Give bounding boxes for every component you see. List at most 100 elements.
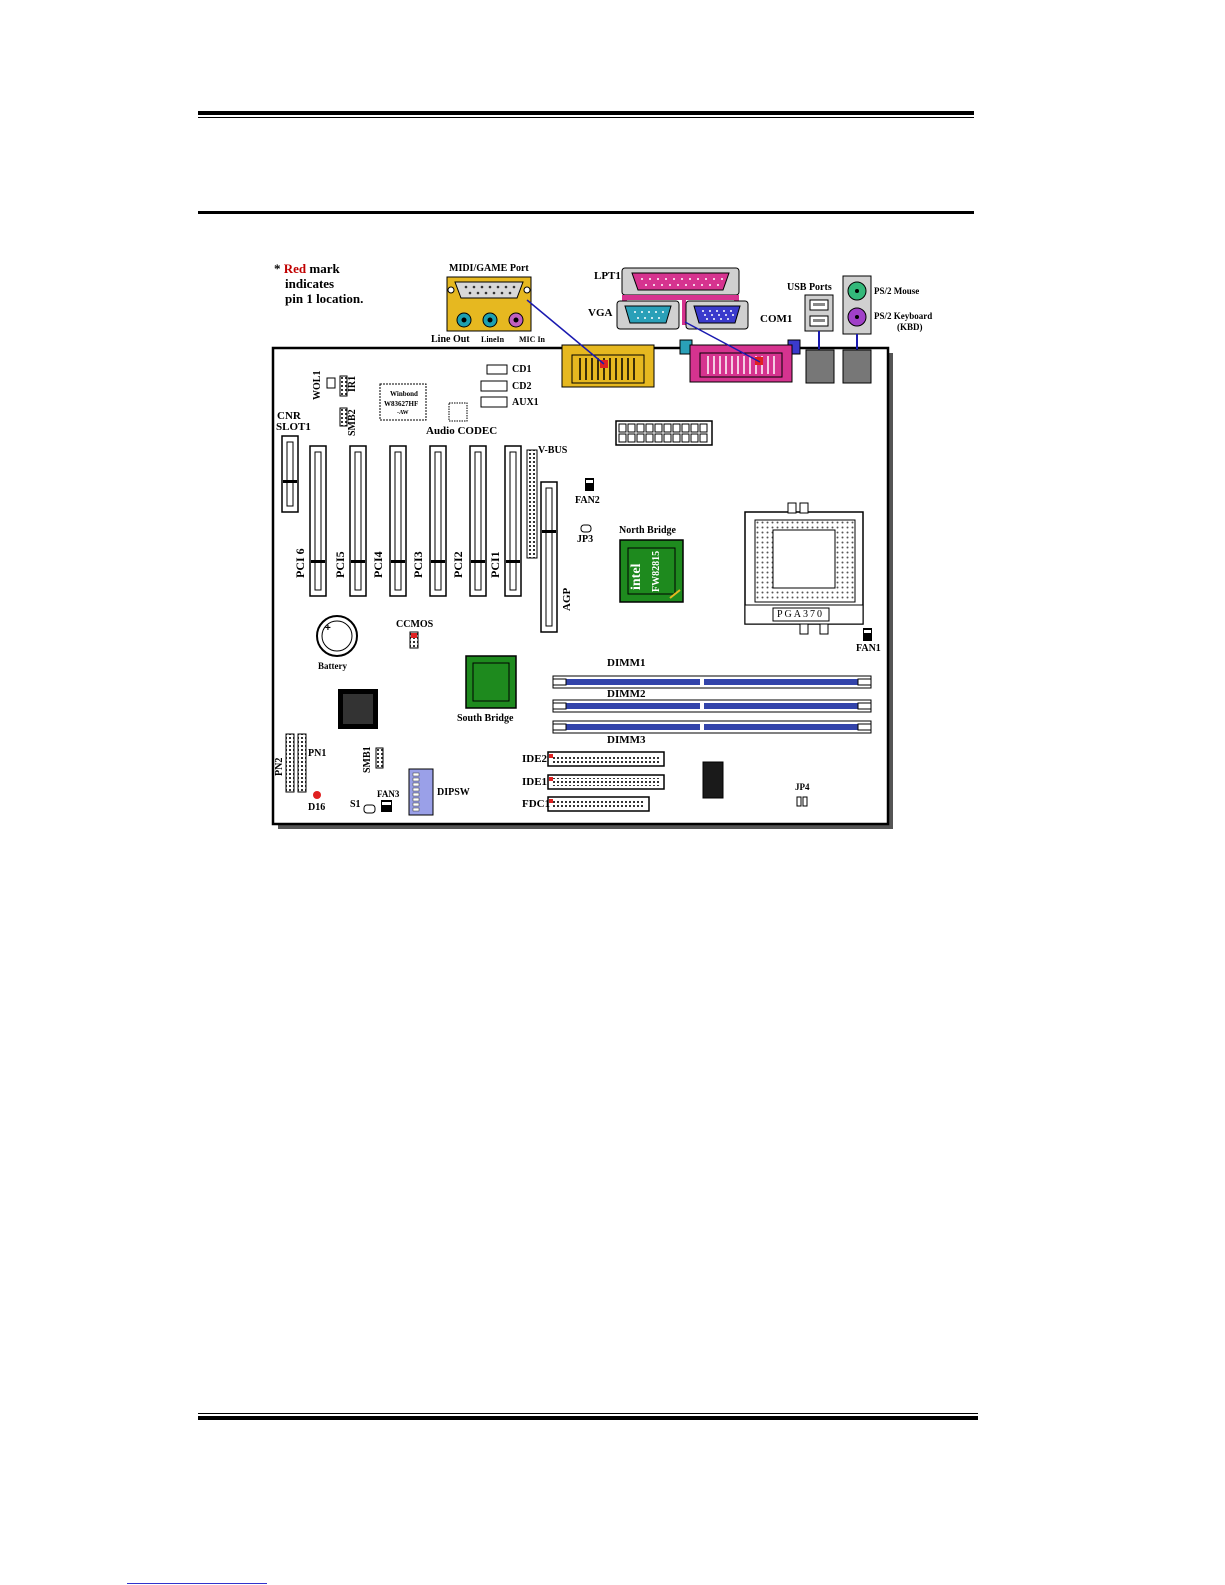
d16-led bbox=[313, 791, 321, 799]
usb-ports-label: USB Ports bbox=[787, 282, 832, 293]
pci2-slot bbox=[469, 445, 487, 597]
ps2-ports bbox=[842, 275, 872, 384]
pci2-label: PCI2 bbox=[451, 551, 465, 578]
winbond-chip bbox=[379, 383, 427, 421]
header-rule-thick bbox=[198, 111, 974, 115]
lpt1-label: LPT1 bbox=[594, 270, 621, 282]
ps2-keyboard-label: PS/2 Keyboard bbox=[874, 311, 933, 321]
agp-label: AGP bbox=[561, 587, 573, 611]
smb2-label: SMB2 bbox=[347, 409, 358, 436]
smb2-header bbox=[339, 407, 348, 427]
header-rule-bottom bbox=[198, 211, 974, 214]
fdc1-label: FDC1 bbox=[522, 798, 551, 810]
ir1-header bbox=[339, 375, 348, 397]
wol1-header bbox=[326, 377, 336, 389]
cd1-label: CD1 bbox=[512, 364, 532, 375]
fan3-header bbox=[381, 800, 392, 812]
ir1-label: IR1 bbox=[347, 375, 358, 392]
dimm1-slot bbox=[552, 675, 872, 689]
winbond-suffix-label: -AW bbox=[397, 410, 409, 416]
midi-game-label: MIDI/GAME Port bbox=[449, 263, 529, 274]
s1-label: S1 bbox=[350, 799, 361, 810]
midi-game-port-group bbox=[446, 276, 532, 332]
dimm-slots bbox=[552, 675, 872, 734]
pci5-label: PCI5 bbox=[333, 551, 347, 578]
jp4-jumper bbox=[796, 796, 808, 807]
vbus-label: V-BUS bbox=[538, 445, 568, 456]
pin1-note: * Red mark indicates pin 1 location. bbox=[274, 261, 363, 306]
fan2-header bbox=[585, 478, 594, 491]
aux1-label: AUX1 bbox=[512, 397, 539, 408]
line-out-label: Line Out bbox=[431, 334, 470, 345]
audio-codec-label: Audio CODEC bbox=[426, 425, 498, 437]
ide2-connector bbox=[547, 751, 665, 767]
cnr-slot1-label: SLOT1 bbox=[276, 421, 311, 433]
pn1-label: PN1 bbox=[308, 748, 327, 759]
d16-label: D16 bbox=[308, 802, 326, 813]
ide1-label: IDE1 bbox=[522, 776, 548, 788]
dimm2-label: DIMM2 bbox=[607, 688, 646, 700]
north-bridge-label: North Bridge bbox=[619, 525, 676, 536]
cd1-header bbox=[486, 364, 508, 375]
nb-intel-logo: intel bbox=[629, 563, 644, 590]
wol1-label: WOL1 bbox=[312, 370, 323, 400]
game-port-board-connector bbox=[526, 299, 655, 388]
footer-rule-thick bbox=[198, 1416, 978, 1420]
north-bridge-chip bbox=[619, 539, 684, 603]
firmware-hub-chip bbox=[338, 689, 378, 729]
cnr-slot bbox=[281, 435, 299, 513]
pci6-slot bbox=[309, 445, 327, 597]
svg-text:+: + bbox=[325, 623, 331, 634]
note-red-word: Red bbox=[283, 261, 307, 276]
dimm3-slot bbox=[552, 720, 872, 734]
kbd-label: (KBD) bbox=[897, 322, 923, 332]
dip-switch bbox=[408, 768, 434, 816]
dipsw-label: DIPSW bbox=[437, 787, 470, 798]
fan1-label: FAN1 bbox=[856, 643, 881, 654]
mic-in-label: MIC In bbox=[519, 335, 546, 344]
pci4-label: PCI4 bbox=[371, 551, 385, 578]
ccmos-jumper bbox=[409, 631, 419, 649]
vbus-header bbox=[526, 449, 538, 559]
audio-codec-chip bbox=[448, 402, 468, 422]
pga370-label: PGA370 bbox=[777, 609, 825, 620]
pci-slots bbox=[309, 445, 522, 597]
pci1-slot bbox=[504, 445, 522, 597]
fdc1-connector bbox=[547, 796, 650, 812]
ccmos-label: CCMOS bbox=[396, 619, 434, 630]
aux1-header bbox=[480, 396, 508, 408]
fan3-label: FAN3 bbox=[377, 789, 400, 799]
south-bridge-chip bbox=[465, 655, 517, 709]
jp3-jumper bbox=[580, 524, 592, 533]
note-prefix: * bbox=[274, 261, 284, 276]
battery-label: Battery bbox=[318, 661, 347, 671]
pci1-label: PCI1 bbox=[488, 551, 502, 578]
atx-power-connector bbox=[615, 420, 713, 446]
cnr-label: CNR bbox=[277, 410, 301, 422]
pci5-slot bbox=[349, 445, 367, 597]
ps2-mouse-label: PS/2 Mouse bbox=[874, 286, 920, 296]
note-line3: pin 1 location. bbox=[285, 291, 364, 306]
pci3-slot bbox=[429, 445, 447, 597]
cpu-socket-pga370 bbox=[744, 502, 864, 635]
footer-link[interactable] bbox=[127, 1583, 267, 1584]
com-port bbox=[616, 300, 680, 330]
dimm3-label: DIMM3 bbox=[607, 734, 646, 746]
bios-chip bbox=[702, 761, 724, 799]
game-port-connector bbox=[454, 281, 524, 299]
south-bridge-label: South Bridge bbox=[457, 713, 514, 724]
smb1-label: SMB1 bbox=[362, 746, 373, 773]
lpt-com-board-connector bbox=[679, 321, 801, 383]
nb-part-label: FW82815 bbox=[651, 550, 662, 592]
line-in-label: LineIn bbox=[481, 335, 505, 344]
usb-ports bbox=[804, 294, 835, 384]
jp4-label: JP4 bbox=[795, 782, 810, 792]
agp-slot bbox=[540, 481, 558, 633]
fan1-header bbox=[863, 628, 872, 641]
winbond-part-label: W83627HF bbox=[384, 400, 419, 408]
cmos-battery: + bbox=[316, 615, 358, 657]
winbond-label: Winbond bbox=[390, 390, 418, 398]
ide1-connector bbox=[547, 774, 665, 790]
cd2-label: CD2 bbox=[512, 381, 532, 392]
